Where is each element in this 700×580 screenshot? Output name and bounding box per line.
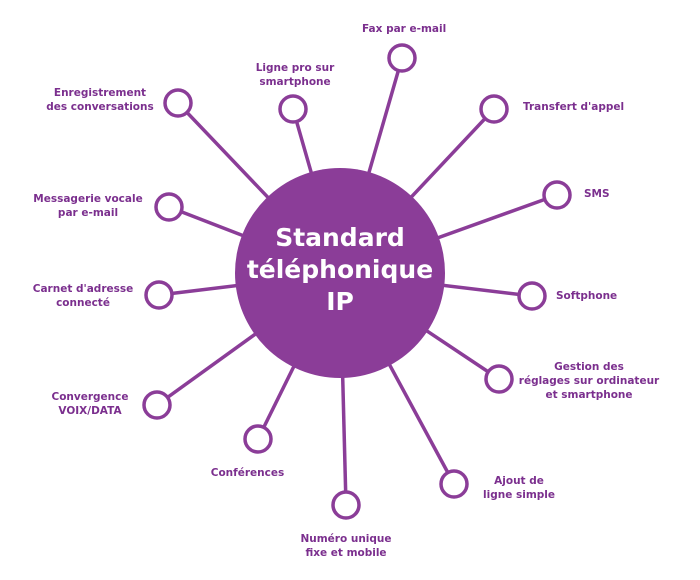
node-enregistrement bbox=[163, 88, 193, 118]
label-fax: Fax par e-mail bbox=[362, 23, 447, 35]
label-gestion: Gestion des réglages sur ordinateur et s… bbox=[518, 361, 660, 401]
label-convergence: Convergence VOIX/DATA bbox=[51, 391, 129, 417]
node-gestion bbox=[484, 364, 514, 394]
node-carnet bbox=[144, 280, 174, 310]
node-ligne-pro bbox=[278, 94, 308, 124]
node-conferences bbox=[243, 424, 273, 454]
label-enregistrement: Enregistrement des conversations bbox=[46, 87, 154, 113]
center-circle bbox=[235, 168, 445, 378]
node-transfert bbox=[479, 94, 509, 124]
label-softphone: Softphone bbox=[556, 290, 618, 302]
node-ajout bbox=[439, 469, 469, 499]
node-fax bbox=[387, 43, 417, 73]
node-messagerie bbox=[154, 192, 184, 222]
node-sms bbox=[542, 180, 572, 210]
node-convergence bbox=[142, 390, 172, 420]
node-numero bbox=[331, 490, 361, 520]
node-softphone bbox=[517, 281, 547, 311]
label-ligne-pro: Ligne pro sur smartphone bbox=[255, 62, 335, 88]
label-numero: Numéro unique fixe et mobile bbox=[300, 533, 392, 559]
label-ajout: Ajout de ligne simple bbox=[483, 475, 555, 501]
label-conferences: Conférences bbox=[210, 467, 285, 479]
label-carnet: Carnet d'adresse connecté bbox=[32, 283, 134, 309]
label-messagerie: Messagerie vocale par e-mail bbox=[33, 193, 143, 219]
label-transfert: Transfert d'appel bbox=[523, 101, 625, 113]
center-title: Standard téléphonique IP bbox=[246, 223, 434, 316]
label-sms: SMS bbox=[584, 188, 610, 200]
